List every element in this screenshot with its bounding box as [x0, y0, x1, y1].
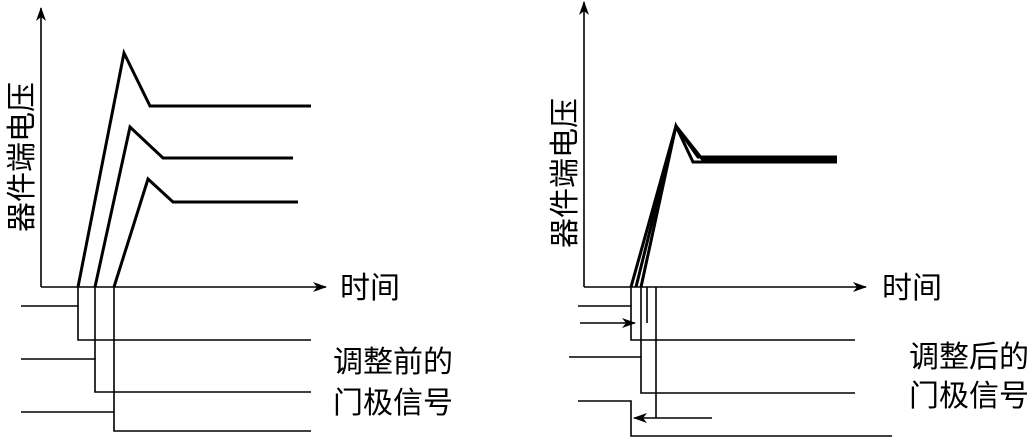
right-gate-signal-3: [578, 400, 892, 437]
left-gate-signal-1: [21, 305, 311, 341]
left-y-axis-label: 器件端电压: [5, 82, 40, 232]
right-voltage-curve-2: [634, 122, 837, 288]
left-gate-signal-3: [21, 411, 311, 432]
right-panel: 器件端电压 时间 调整后的 门极信号: [548, 1, 1029, 437]
left-panel: 器件端电压 时间 调整前的 门极信号: [5, 7, 453, 432]
left-x-axis-label: 时间: [340, 271, 400, 306]
right-gate-signal-2: [569, 356, 855, 394]
left-caption-line1: 调整前的: [333, 345, 453, 380]
right-x-axis-label: 时间: [882, 271, 942, 306]
right-caption-line1: 调整后的: [909, 340, 1029, 375]
left-caption-line2: 门极信号: [333, 386, 453, 421]
left-gate-signal-2: [21, 358, 311, 393]
left-voltage-curve-3: [112, 176, 298, 288]
right-caption-line2: 门极信号: [909, 379, 1029, 414]
right-voltage-curve-3: [639, 121, 837, 288]
left-voltage-curve-1: [76, 48, 311, 288]
right-voltage-curve-1: [629, 122, 837, 288]
right-y-axis-label: 器件端电压: [548, 98, 583, 248]
left-voltage-curve-2: [93, 124, 293, 288]
